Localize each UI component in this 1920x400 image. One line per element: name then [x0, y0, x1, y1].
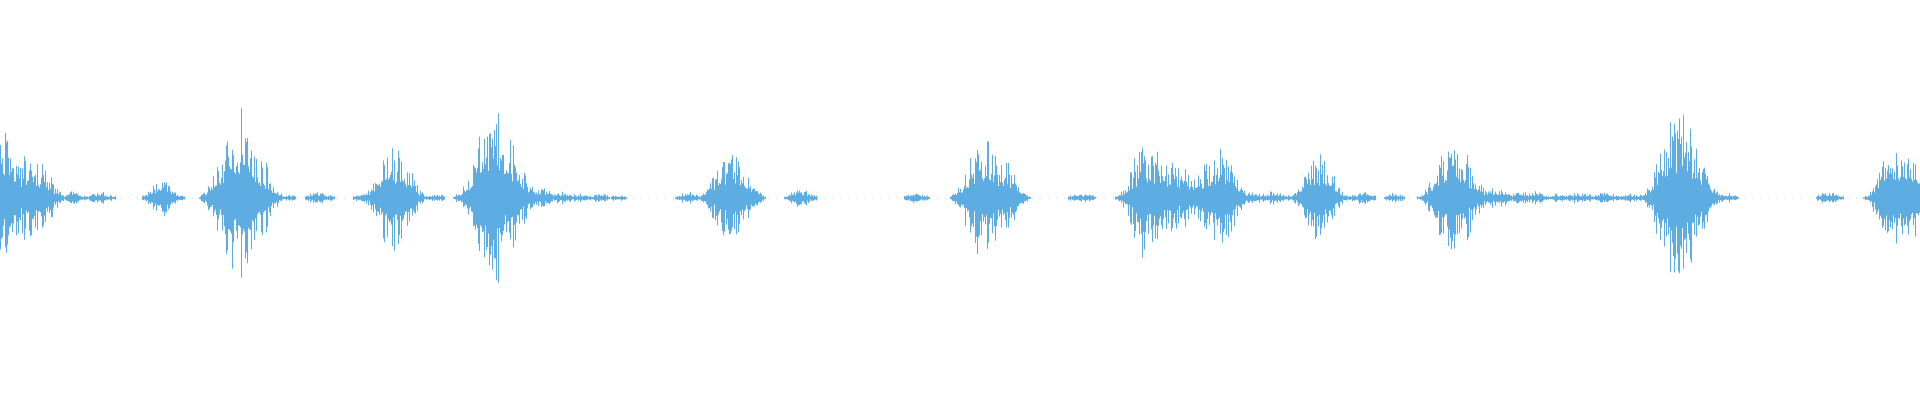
waveform-bars — [0, 108, 1920, 283]
